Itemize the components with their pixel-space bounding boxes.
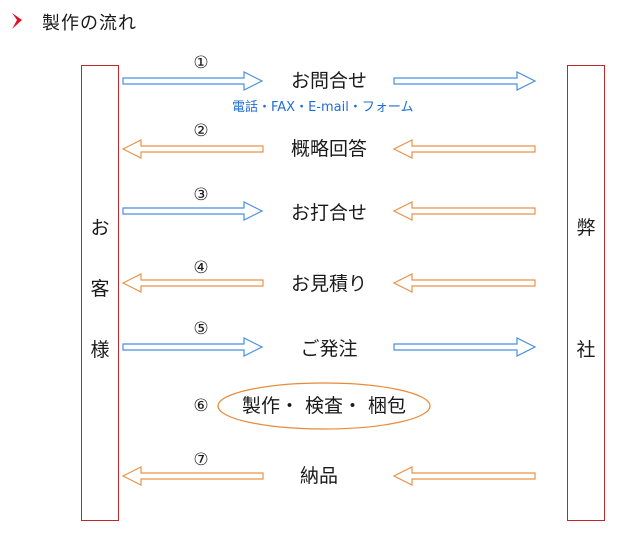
step-label-6: 製作・ 検査・ 梱包 [241, 395, 407, 417]
customer-label-char-1: お [90, 217, 110, 239]
arrow-right-step1-left [122, 71, 264, 91]
step-label-7: 納品 [299, 465, 338, 487]
step-number-4: ④ [193, 258, 209, 278]
arrow-right-step5-left [122, 337, 264, 357]
arrow-left-step7-left [121, 466, 264, 486]
customer-box [81, 65, 119, 521]
step-label-1: お問合せ [290, 70, 367, 92]
arrow-right-step5-right [393, 337, 537, 357]
step-number-2: ② [193, 121, 209, 141]
customer-label-char-2: 客 [90, 278, 110, 300]
step-sub-1: 電話・FAX・E-mail・フォーム [232, 100, 414, 115]
arrow-left-step4-left [121, 273, 264, 293]
arrow-left-step2-left [121, 139, 264, 159]
arrow-left-step2-right [392, 139, 536, 159]
step6-ellipse [217, 382, 431, 430]
step-label-4: お見積り [290, 273, 367, 295]
arrow-right-step1-right [393, 71, 537, 91]
step-number-1: ① [193, 53, 209, 73]
company-label-char-2: 社 [576, 339, 596, 361]
customer-label-char-3: 様 [90, 339, 110, 361]
arrow-right-step3-left [122, 201, 264, 221]
company-box [567, 65, 605, 521]
step-number-5: ⑤ [193, 319, 209, 339]
arrow-left-step7-right [392, 466, 536, 486]
arrow-left-step4-right [392, 273, 536, 293]
page-title: 製作の流れ [42, 13, 137, 34]
company-label-char-1: 弊 [576, 217, 596, 239]
step-label-3: お打合せ [290, 202, 367, 224]
step-number-3: ③ [193, 185, 209, 205]
arrow-left-step3-right [392, 201, 536, 221]
step-label-5: ご発注 [300, 338, 358, 360]
step-number-6: ⑥ [193, 396, 209, 416]
step-number-7: ⑦ [193, 450, 209, 470]
step-label-2: 概略回答 [290, 138, 367, 160]
title-marker-icon [12, 13, 22, 29]
